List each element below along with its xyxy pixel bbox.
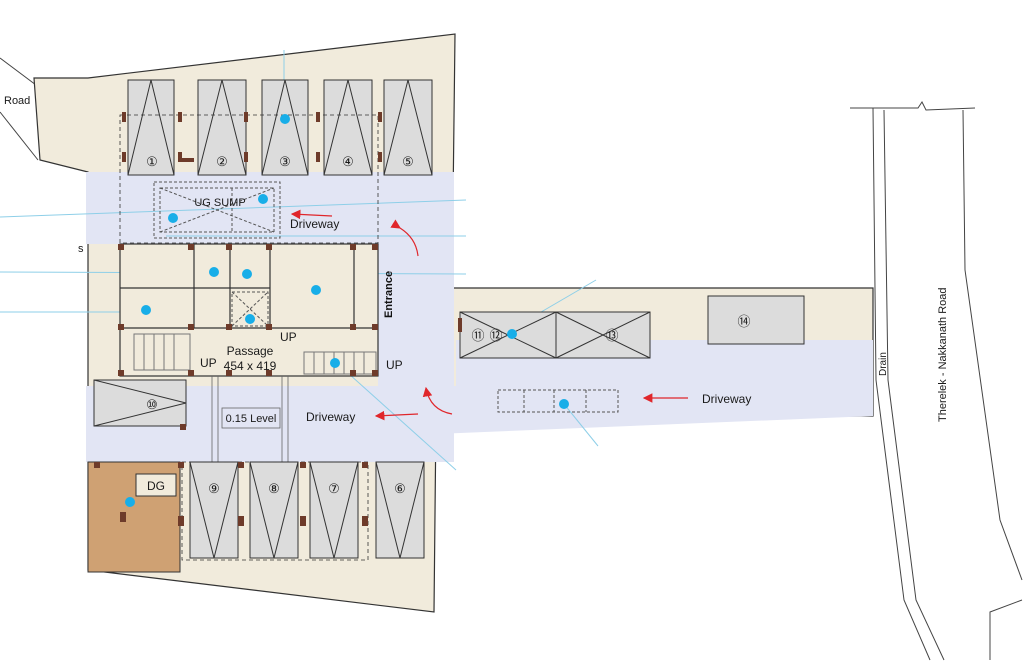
- parking-row-bottom: [189, 461, 425, 559]
- driveway-mid-label: Driveway: [306, 410, 355, 424]
- parking-row-top: [127, 79, 433, 176]
- arrow-top: [290, 209, 333, 220]
- main-road-label: Therelek - Nakkanath Road: [937, 287, 949, 422]
- parking-slot-14: [707, 295, 805, 345]
- arrow-curve-mid: [422, 386, 453, 415]
- slot-label-14: ⑭: [737, 314, 750, 329]
- slot-label-6: ⑥: [394, 481, 406, 496]
- slot-label-11: ⑪: [471, 328, 484, 343]
- dg-label: DG: [147, 479, 165, 493]
- slot-label-5: ⑤: [402, 154, 414, 169]
- ramp-boxes: [497, 389, 619, 413]
- up-label-left: UP: [200, 356, 217, 370]
- central-building: [119, 243, 379, 377]
- main-road: [850, 101, 1023, 661]
- slot-label-1: ①: [146, 154, 158, 169]
- driveway-top-label: Driveway: [290, 217, 339, 231]
- parking-slot-8: [249, 461, 299, 559]
- slot-label-4: ④: [342, 154, 354, 169]
- driveway-right-label: Driveway: [702, 392, 751, 406]
- road-left-cut: s: [78, 243, 84, 255]
- markers: [125, 114, 569, 507]
- slot-label-2: ②: [216, 154, 228, 169]
- shaft: [231, 291, 269, 327]
- left-road-edges: [0, 57, 41, 161]
- dashed-outline-top: [119, 114, 379, 244]
- ug-sump-label: UG SUMP: [194, 197, 245, 209]
- drain-label: Drain: [878, 352, 889, 376]
- up-label-mid: UP: [280, 330, 297, 344]
- parking-slot-5: [383, 79, 433, 176]
- dg-box: [135, 473, 177, 497]
- slot-label-9: ⑨: [208, 481, 220, 496]
- slot-label-12: ⑫: [489, 328, 502, 343]
- passage-dims: 454 x 419: [224, 359, 277, 373]
- slot-label-8: ⑧: [268, 481, 280, 496]
- level-label: 0.15 Level: [226, 413, 277, 425]
- parking-row-right: [459, 295, 805, 359]
- parking-slot-7: [309, 461, 359, 559]
- parking-slot-9: [189, 461, 239, 559]
- parking-slot-2: [197, 79, 247, 176]
- ramp: [211, 376, 289, 462]
- up-label-right: UP: [386, 358, 403, 372]
- entrance-label: Entrance: [383, 271, 395, 318]
- passage-label: Passage: [227, 344, 274, 358]
- slot-label-3: ③: [279, 154, 291, 169]
- dashed-outline-bottom: [181, 461, 369, 561]
- arrow-curve-top: [390, 219, 419, 257]
- slot-label-13: ⑬: [605, 328, 618, 343]
- parking-slot-3: [261, 79, 309, 176]
- arrow-mid: [374, 410, 419, 421]
- slot-label-10: ⑩: [146, 397, 158, 412]
- columns: [94, 112, 462, 526]
- ug-sump: [153, 181, 281, 239]
- stairs-left: [133, 333, 191, 371]
- road-left-label: Road: [4, 95, 30, 107]
- parking-slot-10: [93, 379, 187, 427]
- parking-slot-6: [375, 461, 425, 559]
- slot-label-7: ⑦: [328, 481, 340, 496]
